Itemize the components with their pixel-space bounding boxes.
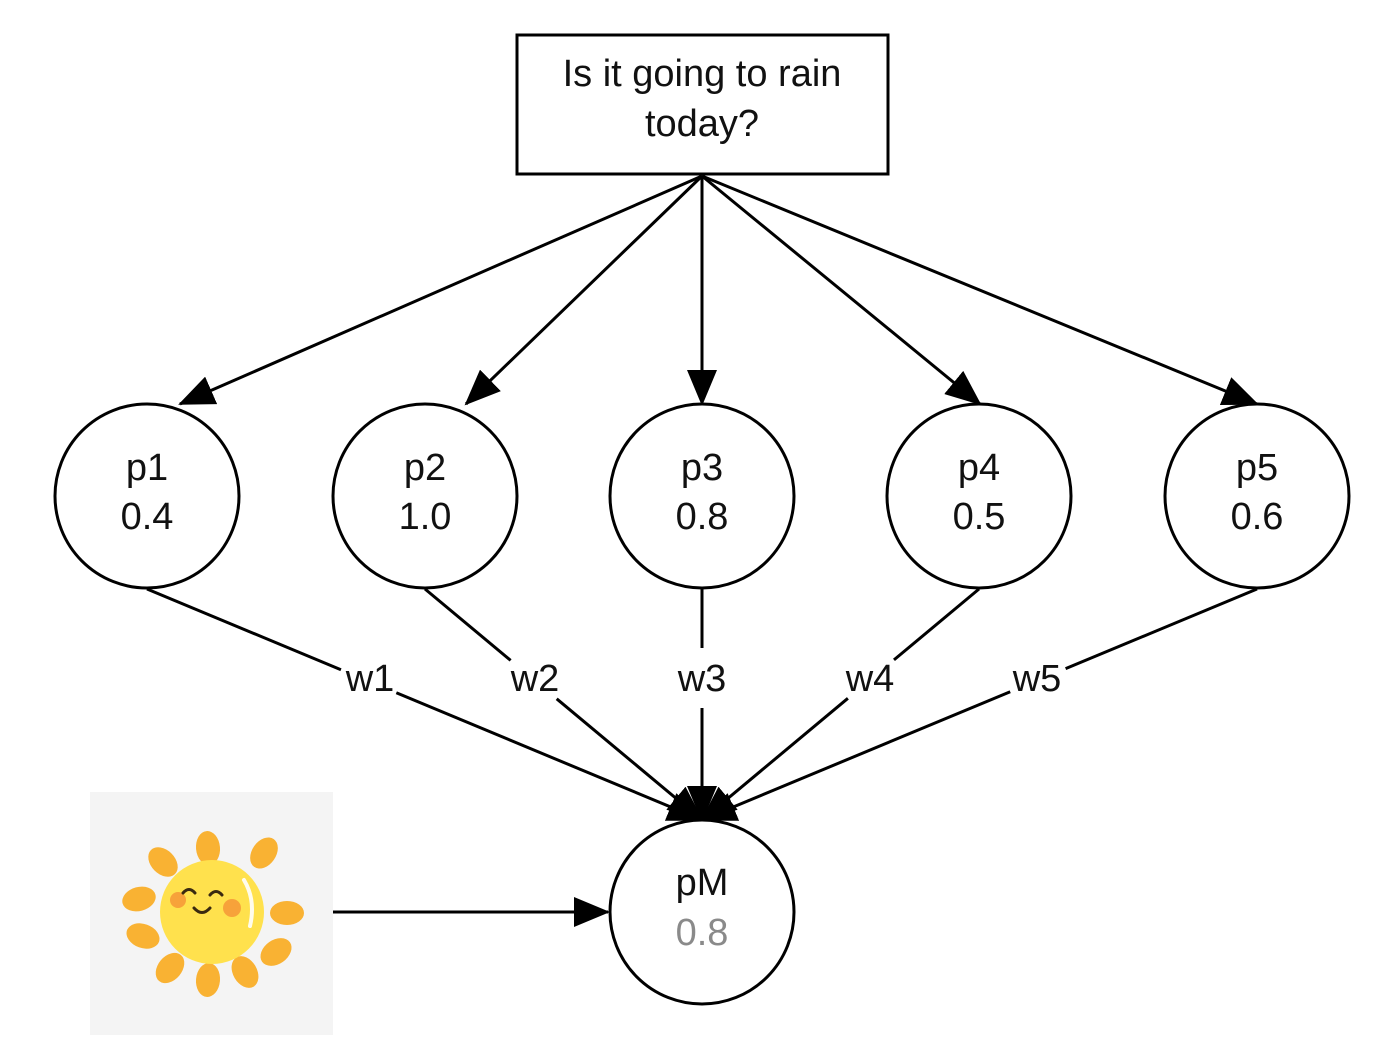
predictor-circle (608, 402, 796, 590)
predictor-node-p2: p2 1.0 (331, 402, 519, 590)
edge-p5-to-meta-lower (700, 690, 1011, 822)
predictor-name: p2 (404, 447, 446, 489)
weight-label-w3: w3 (677, 658, 727, 700)
weight-label-w4: w4 (845, 658, 895, 700)
question-box: Is it going to rain today? (515, 33, 890, 176)
edge-p1-to-meta-upper (146, 587, 342, 672)
meta-node-pm: pM 0.8 (608, 818, 796, 1006)
weight-label-w5: w5 (1012, 658, 1062, 700)
meta-value: 0.8 (676, 912, 729, 954)
edge-question-to-p1 (178, 174, 703, 406)
predictor-name: p3 (681, 447, 723, 489)
sun-cheek-left (170, 892, 186, 908)
meta-circle (608, 818, 796, 1006)
predictor-name: p5 (1236, 447, 1278, 489)
sun-eye-left (181, 888, 197, 895)
predictor-value: 0.6 (1231, 496, 1284, 538)
sun-face (160, 860, 264, 964)
predictor-node-p3: p3 0.8 (608, 402, 796, 590)
question-line-1: Is it going to rain (563, 53, 842, 95)
edge-question-to-p2 (464, 174, 704, 406)
sun-cheek-right (223, 899, 241, 917)
predictor-name: p4 (958, 447, 1000, 489)
edge-p4-to-meta-lower (700, 697, 849, 822)
edge-question-to-p4 (701, 174, 982, 406)
weight-label-w1: w1 (345, 658, 395, 700)
predictor-value: 0.5 (953, 496, 1006, 538)
sun-rays (122, 831, 304, 997)
predictor-node-p5: p5 0.6 (1163, 402, 1351, 590)
predictor-name: p1 (126, 447, 168, 489)
sun-image (90, 792, 333, 1035)
edge-p4-to-meta-upper (893, 587, 980, 662)
predictor-circle (53, 402, 241, 590)
predictor-value: 0.4 (121, 496, 174, 538)
predictor-circle (331, 402, 519, 590)
weight-label-w2: w2 (510, 658, 560, 700)
predictor-circle (885, 402, 1073, 590)
question-line-2: today? (645, 103, 759, 145)
predictor-value: 0.8 (676, 496, 729, 538)
predictor-node-p1: p1 0.4 (53, 402, 241, 590)
edge-p2-to-meta-upper (424, 587, 512, 662)
edge-p2-to-meta-lower (555, 697, 704, 822)
edge-question-to-p5 (701, 174, 1259, 406)
predictor-value: 1.0 (399, 496, 452, 538)
predictor-node-p4: p4 0.5 (885, 402, 1073, 590)
edge-p5-to-meta-upper (1065, 587, 1258, 671)
question-to-predictor-edges (178, 174, 1259, 406)
sun-eye-right (208, 890, 224, 897)
meta-name: pM (676, 862, 729, 904)
predictor-circle (1163, 402, 1351, 590)
edge-p1-to-meta-lower (395, 691, 704, 822)
smiling-sun-icon (122, 831, 304, 997)
question-box-border (515, 33, 890, 176)
sun-mouth (192, 906, 212, 914)
predictor-to-meta-edges: w1 w2 w3 w4 w5 (146, 587, 1258, 822)
